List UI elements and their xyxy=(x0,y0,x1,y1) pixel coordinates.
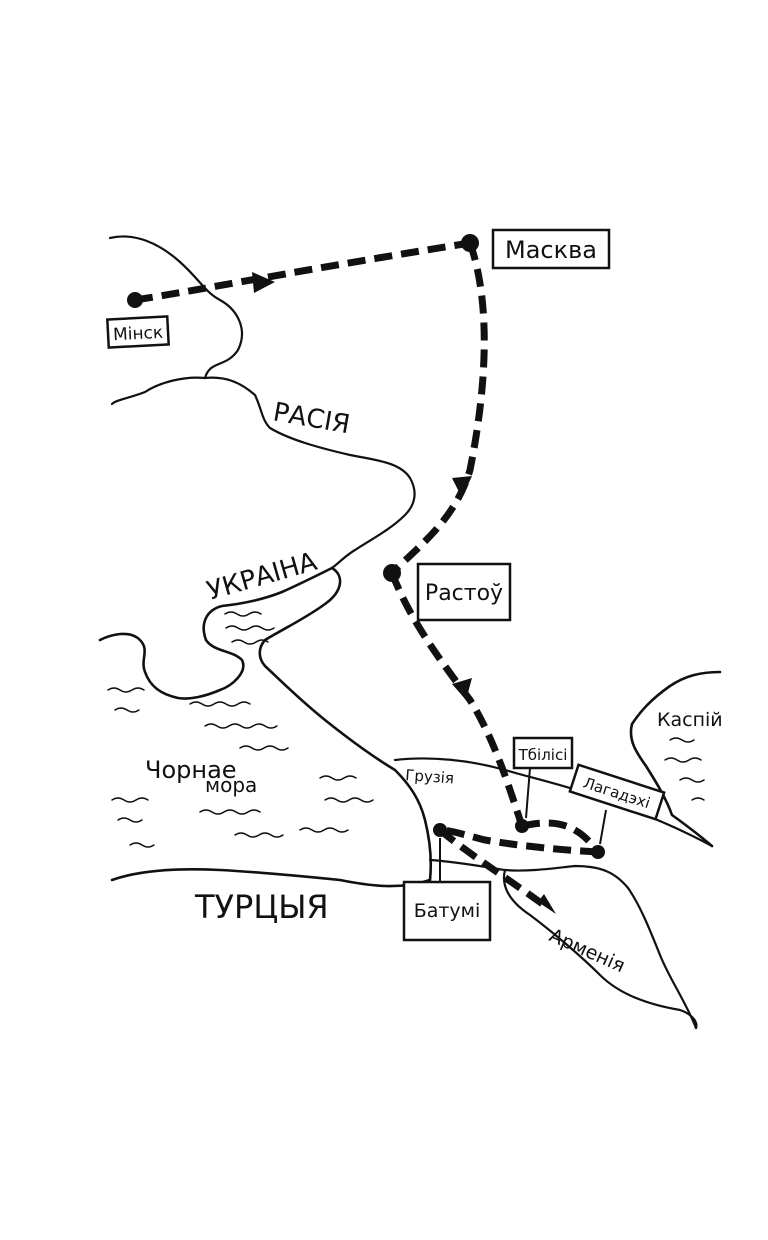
russia-ukraine-border xyxy=(203,376,416,570)
arrow-head-2 xyxy=(452,476,472,498)
city-dot-moscow xyxy=(461,234,479,252)
label-minsk: Мінск xyxy=(113,323,164,346)
city-labels: Мінск Масква Растоў Тбілісі Лагадэхі Бат… xyxy=(105,228,666,942)
armenia-border xyxy=(502,868,698,1030)
label-caspian: Каспій xyxy=(657,709,723,731)
city-dot-tbilisi xyxy=(515,819,529,833)
route-tbilisi-lagodekhi xyxy=(521,819,601,855)
black-sea-south-coast xyxy=(110,868,432,888)
route-batumi-armenia xyxy=(437,827,551,911)
label-turkey: ТУРЦЫЯ xyxy=(194,888,329,926)
arrow-head-3 xyxy=(452,678,472,700)
geography xyxy=(98,235,722,1030)
label-georgia: Грузія xyxy=(405,766,455,787)
route-lagodekhi-batumi xyxy=(439,826,599,856)
label-black-sea-1: Чорнае xyxy=(145,756,237,784)
route-rostov-tbilisi xyxy=(388,571,526,828)
azov-crimea-coast xyxy=(98,566,334,700)
azov-inner-coast xyxy=(258,566,342,668)
armenia-east-border xyxy=(626,886,698,1030)
route-minsk-moscow xyxy=(134,239,471,304)
travel-route xyxy=(134,239,601,914)
city-dot-minsk xyxy=(127,292,143,308)
arrow-head-4 xyxy=(538,894,556,914)
city-dot-batumi xyxy=(433,823,447,837)
route-moscow-rostov xyxy=(389,241,488,576)
black-sea-east-coast xyxy=(263,664,433,882)
label-tbilisi: Тбілісі xyxy=(518,746,568,764)
georgia-south-border xyxy=(428,858,630,890)
label-rostov: Растоў xyxy=(425,581,503,606)
city-dot-lagodekhi xyxy=(591,845,605,859)
belarus-russia-border xyxy=(108,235,243,406)
city-dot-rostov xyxy=(383,564,401,582)
caspian-coast xyxy=(629,670,722,848)
arrow-head-1 xyxy=(252,272,275,293)
russia-georgia-border xyxy=(393,757,714,848)
label-armenia: Арменія xyxy=(546,924,628,977)
sea-waves xyxy=(107,611,705,848)
label-batumi: Батумі xyxy=(414,900,481,922)
label-moscow: Масква xyxy=(505,236,597,264)
label-black-sea-2: мора xyxy=(205,773,257,797)
city-dots xyxy=(127,234,605,859)
